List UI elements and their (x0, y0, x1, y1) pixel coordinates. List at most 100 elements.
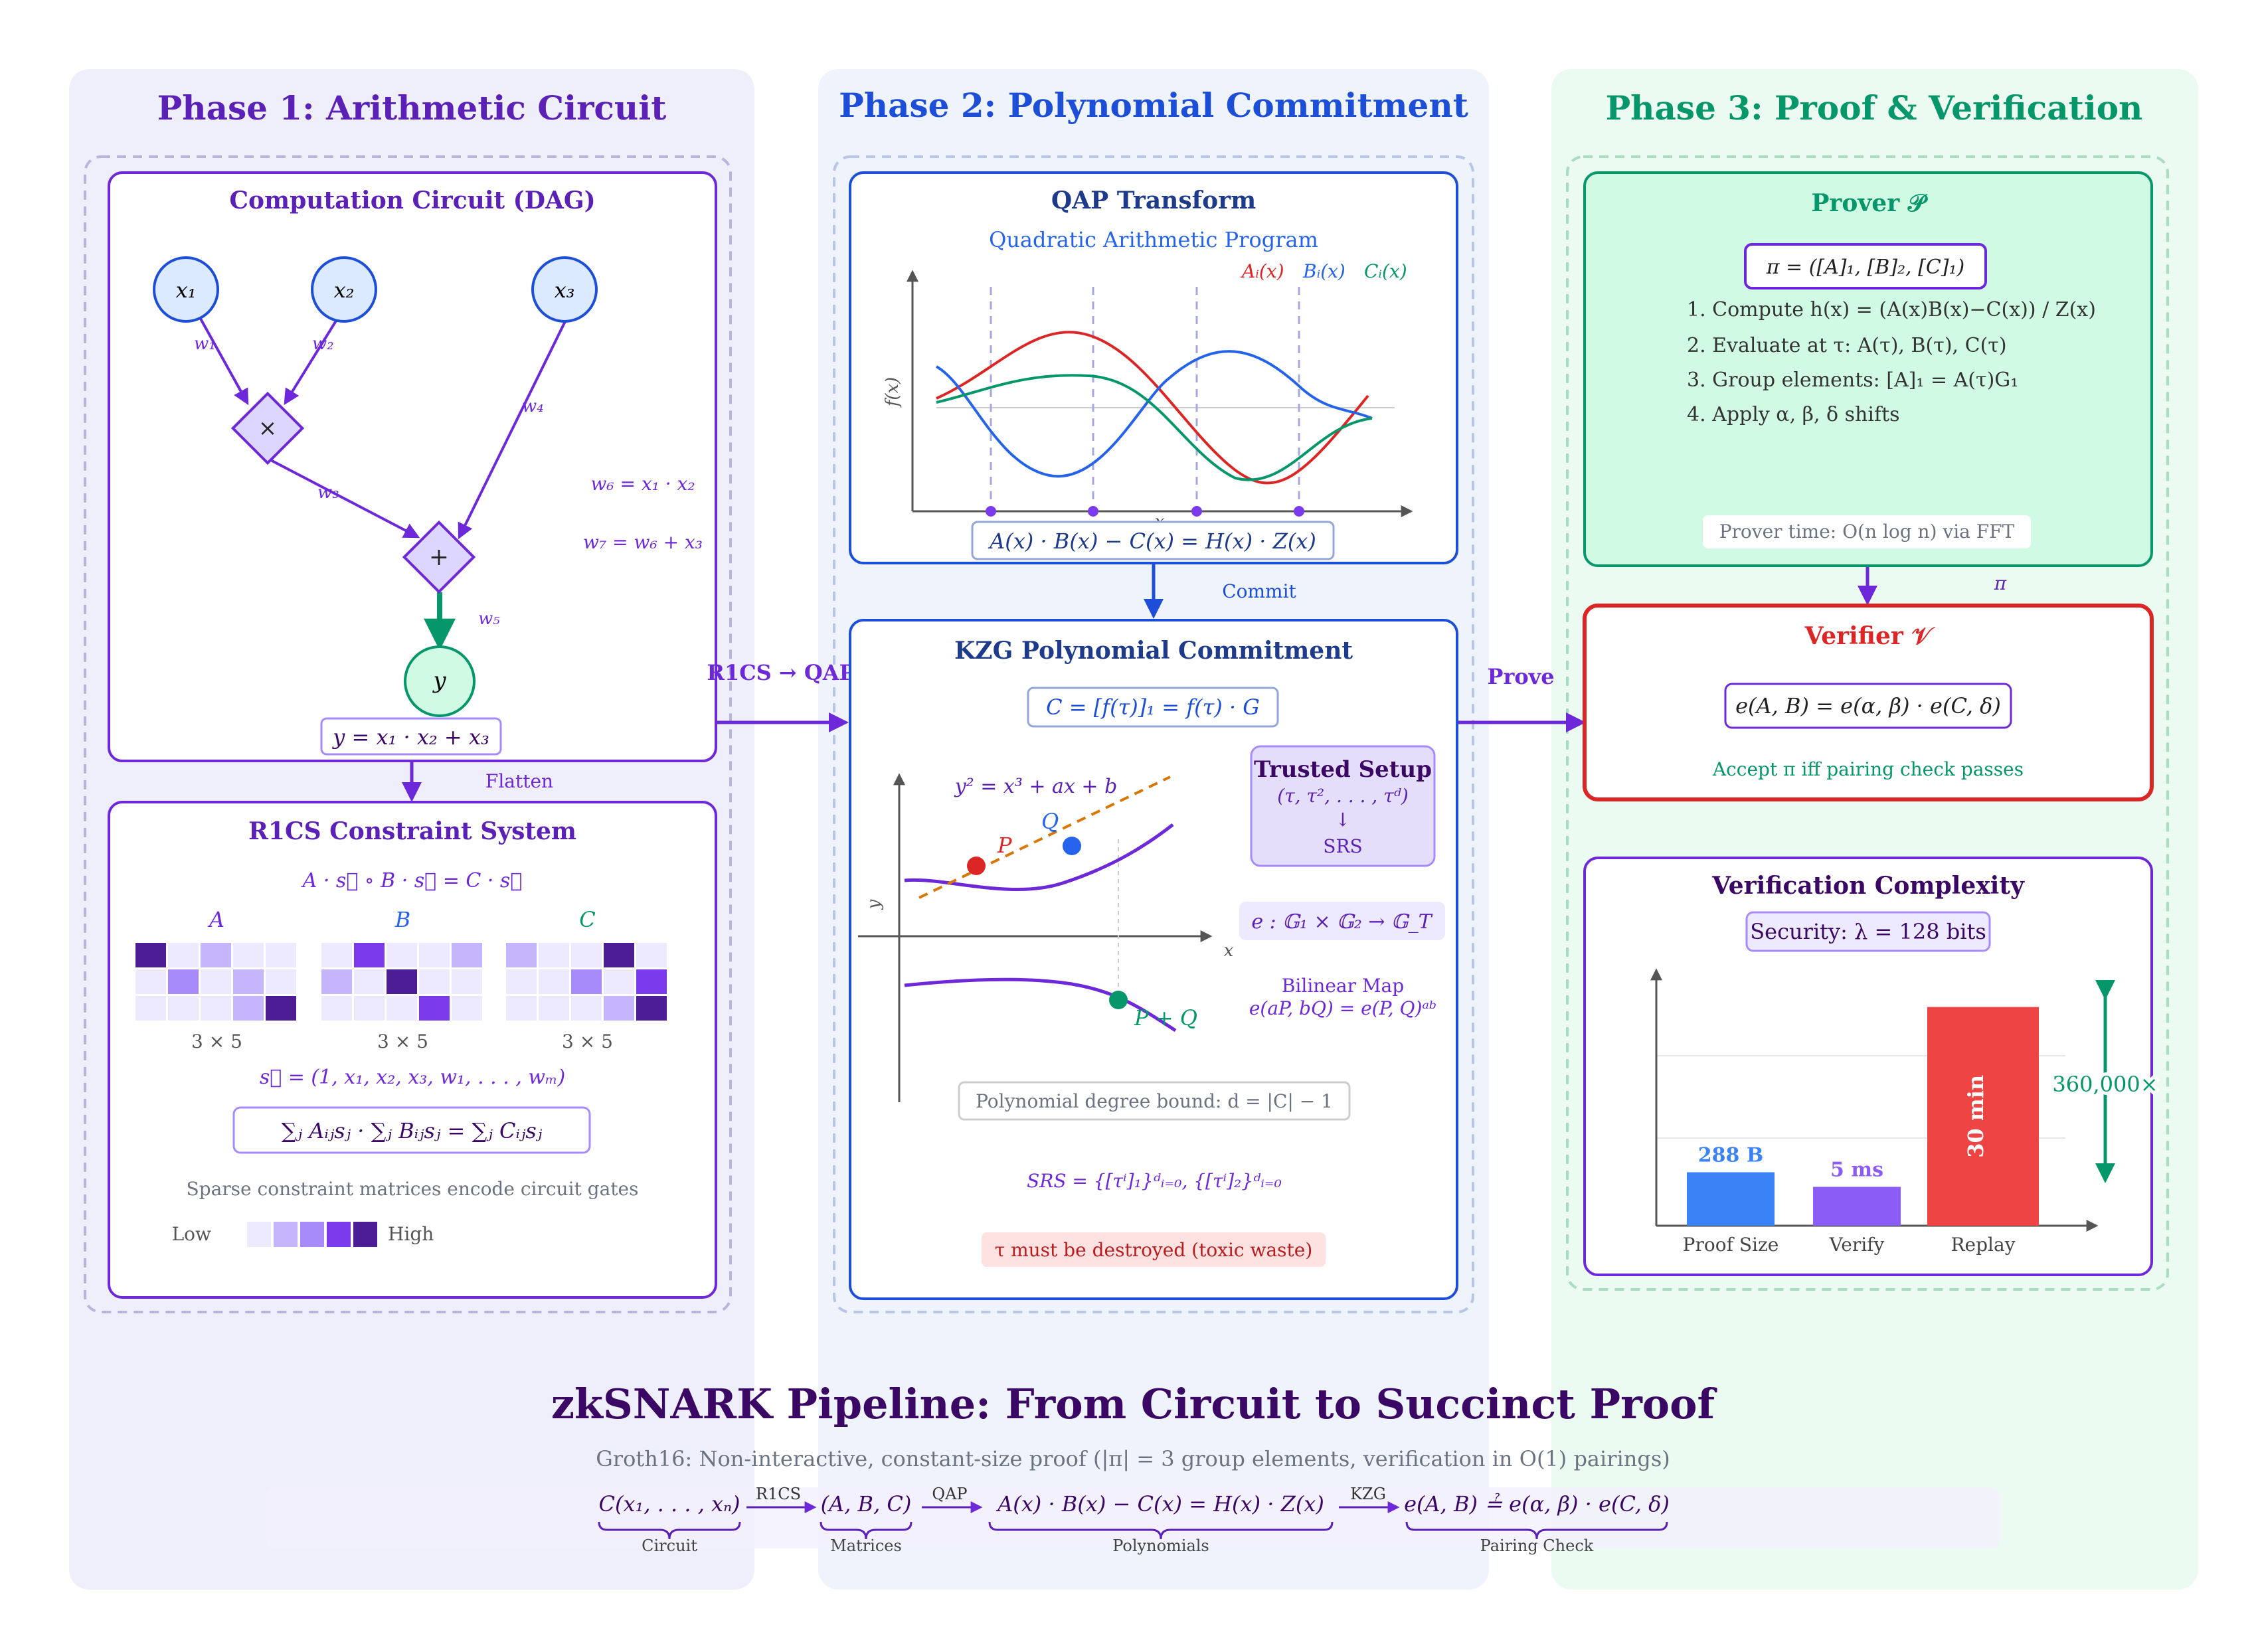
wire-w1: w₁ (194, 334, 216, 354)
verifier-check: e(A, B) = e(α, β) · e(C, δ) (1735, 693, 2001, 718)
trusted-setup-title: Trusted Setup (1254, 756, 1432, 783)
verifier-accept: Accept π iff pairing check passes (1712, 758, 2024, 780)
toxic-box (982, 1232, 1326, 1267)
output-box (320, 717, 502, 756)
witness-vector: s⃗ = (1, x₁, x₂, x₃, w₁, . . . , wₘ) (260, 1066, 565, 1089)
matrix-cell (604, 969, 634, 994)
matrix-cell (168, 969, 199, 994)
phase2-group (833, 155, 1474, 1313)
matrix-cell (321, 996, 352, 1021)
footer-title: zkSNARK Pipeline: From Circuit to Succin… (551, 1380, 1717, 1428)
commitment-box (1027, 687, 1279, 728)
matrix-cell (604, 943, 634, 967)
point-P (967, 857, 986, 875)
gate-mul: × (230, 391, 305, 465)
circuit-title: Computation Circuit (DAG) (229, 187, 595, 214)
matrix-cell (506, 996, 537, 1021)
matrix-cell (387, 969, 417, 994)
pi-label: π (1994, 572, 2007, 594)
bar-value-label: 30 min (1963, 1075, 1988, 1158)
matrix-cell (354, 996, 385, 1021)
matrix-cell (452, 996, 482, 1021)
matrix-cell (636, 969, 667, 994)
matrix-cell (419, 943, 450, 967)
label-Q: Q (1041, 809, 1059, 834)
matrix-cell (233, 996, 264, 1021)
matrix-cell (233, 969, 264, 994)
matrix-cell (321, 969, 352, 994)
prover-step-1: 1. Compute h(x) = (A(x)B(x)−C(x)) / Z(x) (1687, 298, 2096, 321)
wire-w3: w₃ (317, 483, 339, 503)
svg-text:Pairing Check: Pairing Check (1480, 1536, 1594, 1555)
matrix-cell (452, 969, 482, 994)
matrix-cell (506, 943, 537, 967)
pipeline-polynomials: A(x) · B(x) − C(x) = H(x) · Z(x) Polynom… (988, 1491, 1334, 1555)
svg-text:x₁: x₁ (176, 278, 197, 303)
legend-A: Aᵢ(x) (1240, 260, 1284, 282)
pipeline-strip (266, 1487, 2000, 1548)
matrix-cell (135, 943, 166, 967)
intensity-legend (247, 1222, 377, 1247)
point-Q (1063, 837, 1081, 855)
prover-step-3: 3. Group elements: [A]₁ = A(τ)G₁ (1687, 369, 2018, 392)
bar-category-label: Verify (1829, 1234, 1885, 1256)
equation-w6: w₆ = x₁ · x₂ (590, 473, 695, 495)
matrix-cell (201, 969, 231, 994)
r1cs-title: R1CS Constraint System (248, 817, 576, 845)
phase3-title: Phase 3: Proof & Verification (1606, 88, 2143, 127)
matrix-cell (321, 943, 352, 967)
bilinear-equation: e(aP, bQ) = e(P, Q)ᵃᵇ (1249, 997, 1436, 1019)
matrix-cell (168, 996, 199, 1021)
equation-w7: w₇ = w₆ + x₃ (583, 531, 703, 553)
r1cs-matrices: A3 × 5B3 × 5C3 × 5 (135, 907, 667, 1052)
matrix-name: B (394, 907, 411, 932)
matrix-cell (571, 943, 602, 967)
legend-C: Cᵢ(x) (1364, 260, 1407, 282)
matrix-cell (636, 943, 667, 967)
sum-box (232, 1106, 591, 1154)
legend-high: High (388, 1223, 434, 1245)
prover-time-box (1703, 515, 2031, 548)
wire-w5: w₅ (478, 609, 500, 629)
gate-add: + (402, 520, 476, 594)
prover-time: Prover time: O(n log n) via FFT (1719, 521, 2015, 542)
qap-plot (907, 270, 1413, 517)
matrix-name: C (579, 907, 595, 932)
svg-text:Polynomials: Polynomials (1112, 1536, 1209, 1555)
bar-proof-size (1687, 1172, 1775, 1226)
pipeline-circuit: C(x₁, . . . , xₙ) Circuit (598, 1491, 741, 1555)
pipeline-arrow-r1cs: R1CS (746, 1485, 817, 1513)
pipeline-arrow-qap: QAP (922, 1485, 983, 1513)
qap-subtitle: Quadratic Arithmetic Program (989, 227, 1318, 252)
matrix-cell (201, 943, 231, 967)
prover-step-2: 2. Evaluate at τ: A(τ), B(τ), C(τ) (1687, 334, 2007, 357)
curve-equation: y² = x³ + ax + b (954, 775, 1118, 798)
srs-definition: SRS = {[τⁱ]₁}ᵈᵢ₌₀, {[τⁱ]₂}ᵈᵢ₌₀ (1027, 1170, 1282, 1192)
footer-subtitle: Groth16: Non-interactive, constant-size … (596, 1446, 1670, 1471)
legend-B: Bᵢ(x) (1302, 260, 1345, 282)
toxic-waste: τ must be destroyed (toxic waste) (995, 1239, 1313, 1261)
curve-axis-y: y (864, 899, 884, 910)
degree-box (958, 1081, 1351, 1121)
bar-value-label: 5 ms (1830, 1158, 1883, 1181)
matrix-dim: 3 × 5 (377, 1031, 428, 1052)
bar-category-label: Proof Size (1683, 1234, 1779, 1256)
label-P: P (997, 833, 1012, 858)
matrix-cell (354, 943, 385, 967)
matrix-cell (266, 996, 296, 1021)
node-x2: x₂ (311, 256, 377, 323)
r1cs-equation: A · s⃗ ∘ B · s⃗ = C · s⃗ (301, 869, 523, 892)
bar-replay (1927, 1007, 2039, 1226)
matrix-cell (168, 943, 199, 967)
node-x1: x₁ (153, 256, 219, 323)
svg-text:×: × (258, 415, 278, 442)
trusted-setup-box (1250, 745, 1436, 867)
svg-text:+: + (429, 544, 449, 571)
bar-category-label: Replay (1951, 1234, 2015, 1256)
output-equation: y = x₁ · x₂ + x₃ (331, 724, 489, 750)
qap-equation: A(x) · B(x) − C(x) = H(x) · Z(x) (988, 529, 1316, 554)
r1cs-qap-label: R1CS → QAP (707, 660, 855, 685)
matrix-cell (506, 969, 537, 994)
matrix-cell (539, 943, 569, 967)
